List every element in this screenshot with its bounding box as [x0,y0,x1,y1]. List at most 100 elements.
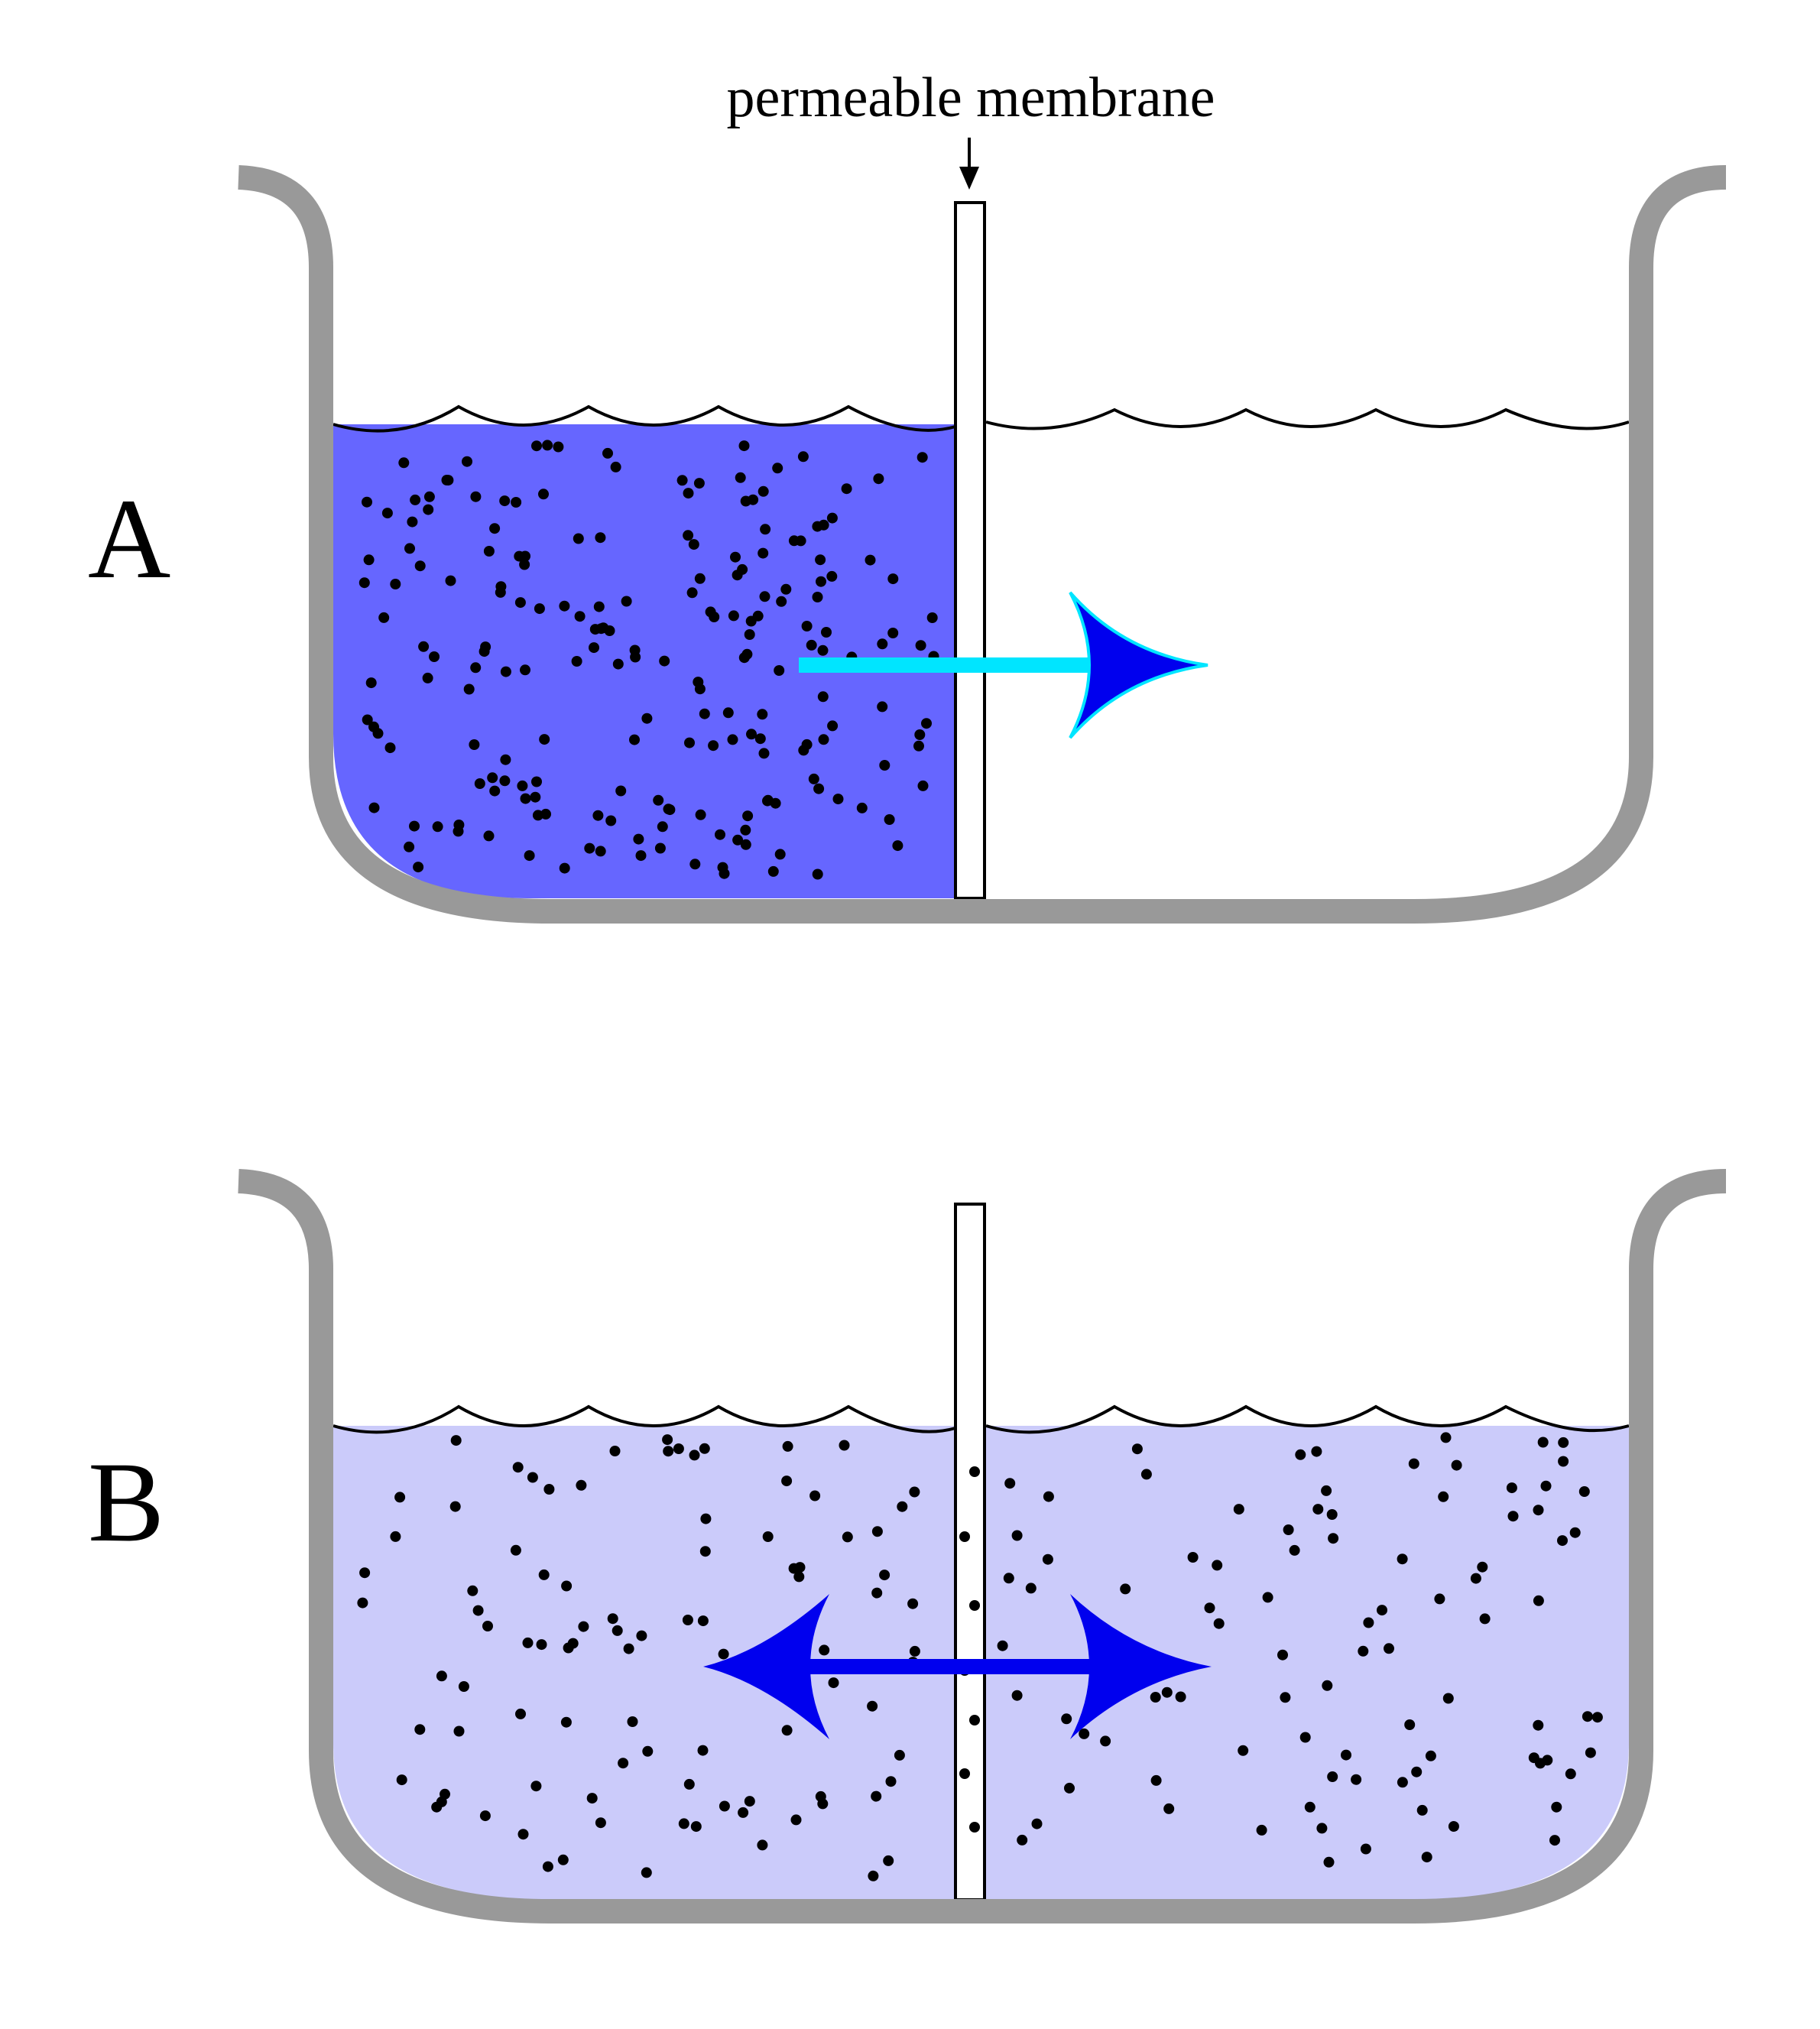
particle [1397,1553,1408,1565]
particle [871,1526,883,1537]
particle [758,485,769,497]
particle [500,754,511,765]
particle [605,815,617,826]
particle [540,808,551,820]
particle [688,539,699,550]
particle [514,597,526,609]
particle [728,610,739,622]
particle [1416,1804,1428,1816]
particle [418,641,430,652]
particle [365,677,377,689]
panel-a-diffusion-arrow [799,591,1208,739]
particle [584,842,595,854]
particle [1327,1771,1338,1782]
particle [449,1501,461,1512]
particle [759,591,770,602]
particle [699,708,710,719]
particle [884,814,895,825]
panel-b-particles [357,1432,1603,1881]
particle [781,1475,793,1487]
particle [742,810,754,822]
particle [595,846,606,857]
particle [795,535,806,547]
particle [404,841,415,852]
particle [1175,1691,1186,1703]
particle [627,1716,638,1727]
particle [482,1621,493,1631]
particle [530,1781,542,1792]
particle [1262,1592,1273,1603]
particle [524,850,535,862]
particle [794,1562,806,1573]
particle [453,1725,465,1737]
particle [1565,1768,1576,1780]
particle [394,1492,406,1503]
particle [689,859,701,870]
particle [1585,1747,1596,1758]
particle [467,1585,479,1596]
particle [472,1605,484,1616]
panel-b-right-surface [985,1404,1630,1434]
particle [1434,1593,1445,1605]
particle [738,652,750,664]
particle [871,1790,882,1802]
particle [776,596,787,607]
particle [1079,1728,1090,1739]
particle [997,1640,1008,1651]
particle [1507,1511,1519,1522]
particle [636,1630,647,1641]
particle [450,1435,462,1446]
particle [1425,1750,1436,1761]
particle [520,793,531,804]
particle [883,1855,894,1866]
particle [816,576,826,587]
particle [817,644,829,656]
particle [819,1644,830,1656]
particle [499,775,511,787]
particle [517,1829,529,1840]
particle [589,642,599,654]
particle [1233,1504,1244,1515]
particle [826,570,838,582]
particle [1204,1602,1215,1614]
particle [1533,1719,1544,1731]
particle [821,627,832,638]
particle [916,452,928,463]
panel-a-membrane [954,201,986,900]
particle [404,543,415,554]
particle [1438,1491,1449,1502]
particle [744,1796,755,1807]
particle [894,1749,905,1761]
particle [865,554,876,566]
particle [926,612,938,623]
particle [907,1598,919,1609]
particle [378,612,390,623]
particle [1017,1834,1028,1846]
particle [463,683,475,695]
particle [1131,1443,1143,1455]
particle [1043,1491,1054,1502]
particle [717,862,728,873]
particle [715,829,725,840]
particle [782,1440,793,1452]
particle [1549,1835,1560,1846]
particle [1528,1752,1539,1764]
particle [641,1867,652,1878]
particle [522,1637,534,1648]
particle [1311,1446,1322,1457]
particle [1321,1485,1332,1496]
particle [1163,1803,1175,1814]
particle [1011,1530,1023,1541]
particle [1404,1719,1416,1730]
particle [479,646,490,657]
particle [1377,1605,1387,1616]
particle [1358,1645,1369,1657]
particle [1397,1777,1408,1788]
particle [827,720,839,732]
particle [757,709,768,720]
particle [684,737,695,748]
particle [567,1638,579,1649]
particle [1161,1687,1173,1698]
particle [686,587,698,599]
particle [618,1758,629,1769]
